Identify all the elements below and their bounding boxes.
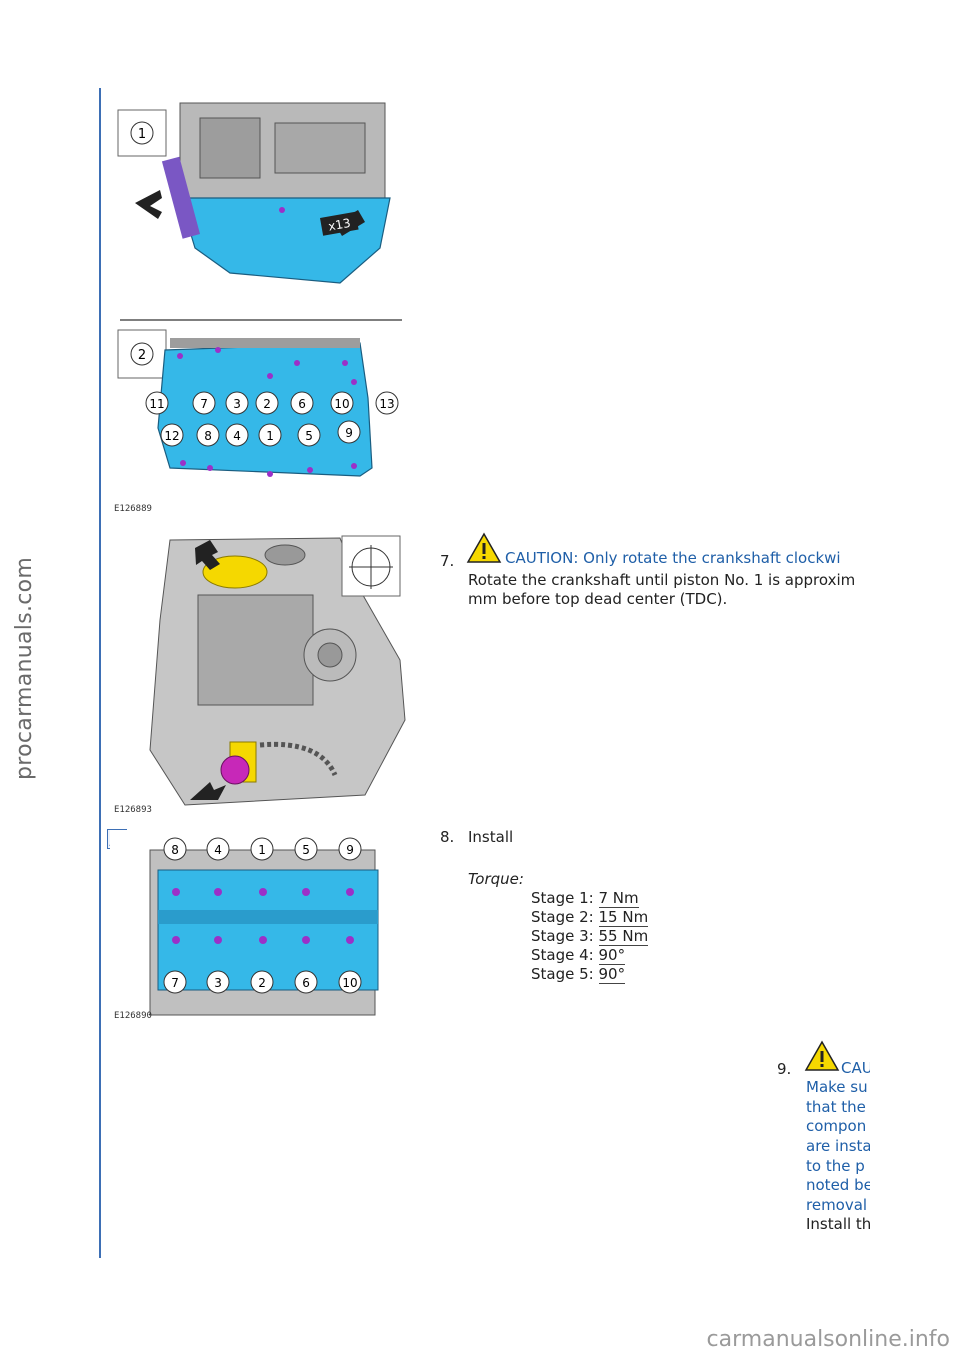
side-watermark: procarmanuals.com	[12, 556, 37, 780]
bolt-label: 3	[233, 397, 241, 411]
torque-stage-1: Stage 1: 7 Nm	[531, 889, 639, 908]
step-7-line-1: Rotate the crankshaft until piston No. 1…	[468, 571, 856, 589]
bottom-watermark: carmanualsonline.info	[706, 1327, 950, 1352]
figure-code: E126893	[114, 805, 152, 815]
cap-label: 3	[214, 976, 222, 990]
step-9-number: 9.	[777, 1060, 792, 1078]
bolt-label: 2	[263, 397, 271, 411]
step-8-number: 8.	[440, 828, 455, 846]
bolt-label: 6	[298, 397, 306, 411]
torque-value: 55 Nm	[598, 927, 649, 946]
cap-label: 5	[302, 843, 310, 857]
cap-label: 10	[342, 976, 357, 990]
bolt-label: 12	[164, 429, 179, 443]
torque-stage-4: Stage 4: 90°	[531, 946, 626, 965]
figure-code: E126890	[114, 1011, 152, 1021]
warning-icon	[466, 532, 502, 563]
callout-1: 1	[138, 127, 146, 142]
callout-2: 2	[138, 348, 146, 363]
torque-stage-2: Stage 2: 15 Nm	[531, 908, 649, 927]
step-8-text: Install	[468, 828, 514, 846]
cap-label: 4	[214, 843, 222, 857]
torque-stage-3: Stage 3: 55 Nm	[531, 927, 649, 946]
torque-value: 90°	[598, 965, 626, 984]
bolt-label: 5	[305, 429, 313, 443]
cap-label: 2	[258, 976, 266, 990]
step-7-caution: CAUTION: Only rotate the crankshaft cloc…	[505, 549, 841, 567]
figure-crankshaft: E126893	[110, 530, 410, 820]
bolt-label: 10	[334, 397, 349, 411]
bolt-label: 1	[266, 429, 274, 443]
bolt-label: 4	[233, 429, 241, 443]
cap-label: 1	[258, 843, 266, 857]
torque-stage-5: Stage 5: 90°	[531, 965, 626, 984]
cap-label: 7	[171, 976, 179, 990]
step-9-caution: CAU	[841, 1059, 870, 1077]
step-9-line: that the	[806, 1098, 866, 1116]
figure-oil-pan: 1 x13 2 11 7 3 2 6 10 13 12 8 4 1 5 9	[110, 98, 410, 518]
bolt-label: 9	[345, 426, 353, 440]
warning-icon	[804, 1040, 840, 1071]
step-9-install: Install th	[806, 1215, 870, 1233]
step-7-line-2: mm before top dead center (TDC).	[468, 590, 728, 608]
step-9-line: noted be	[806, 1176, 870, 1194]
bolt-count-tag: x13	[327, 216, 351, 234]
cap-label: 8	[171, 843, 179, 857]
cap-label: 6	[302, 976, 310, 990]
step-9-line: Make su	[806, 1078, 868, 1096]
bolt-label: 7	[200, 397, 208, 411]
step-9-line: to the p	[806, 1157, 865, 1175]
step-9-line: removal	[806, 1196, 868, 1214]
step-7-number: 7.	[440, 552, 455, 570]
torque-value: 90°	[598, 946, 626, 965]
step-9-line: compon	[806, 1117, 867, 1135]
step-9-line: are insta	[806, 1137, 870, 1155]
left-margin-rule	[99, 88, 101, 1258]
bolt-label: 11	[149, 397, 164, 411]
torque-value: 7 Nm	[598, 889, 639, 908]
bolt-label: 13	[379, 397, 394, 411]
figure-bearing-caps: 8 4 1 5 9 7 3 2 6 10 E126890	[110, 830, 380, 1025]
cap-label: 9	[346, 843, 354, 857]
torque-label: Torque:	[468, 870, 524, 888]
bolt-label: 8	[204, 429, 212, 443]
figure-code: E126889	[114, 504, 152, 514]
torque-value: 15 Nm	[598, 908, 649, 927]
